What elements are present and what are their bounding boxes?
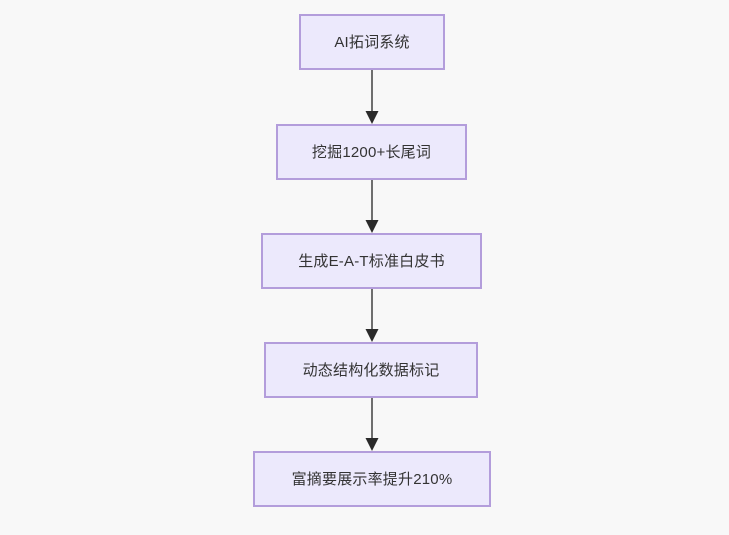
flow-node-label: 富摘要展示率提升210% [291, 470, 453, 488]
flow-node-label: AI拓词系统 [334, 33, 410, 51]
flow-node-label: 动态结构化数据标记 [302, 361, 440, 379]
flow-edge-n2-n3 [360, 289, 384, 342]
arrow-down-icon [365, 289, 379, 342]
flow-node-label: 挖掘1200+长尾词 [311, 143, 432, 161]
flow-edge-n3-n4 [360, 398, 384, 451]
flow-edge-n1-n2 [360, 180, 384, 233]
arrow-down-icon [365, 398, 379, 451]
flow-edge-n0-n1 [360, 70, 384, 124]
arrow-down-icon [365, 180, 379, 233]
arrow-down-icon [365, 70, 379, 124]
flow-node-mine-longtail-keywords[interactable]: 挖掘1200+长尾词 [276, 124, 467, 180]
flow-node-generate-eat-whitepaper[interactable]: 生成E-A-T标准白皮书 [261, 233, 482, 289]
flow-node-rich-snippet-impression-lift[interactable]: 富摘要展示率提升210% [253, 451, 491, 507]
flow-node-label: 生成E-A-T标准白皮书 [298, 252, 445, 270]
flow-node-ai-keyword-system[interactable]: AI拓词系统 [299, 14, 445, 70]
flow-node-dynamic-structured-data-markup[interactable]: 动态结构化数据标记 [264, 342, 478, 398]
